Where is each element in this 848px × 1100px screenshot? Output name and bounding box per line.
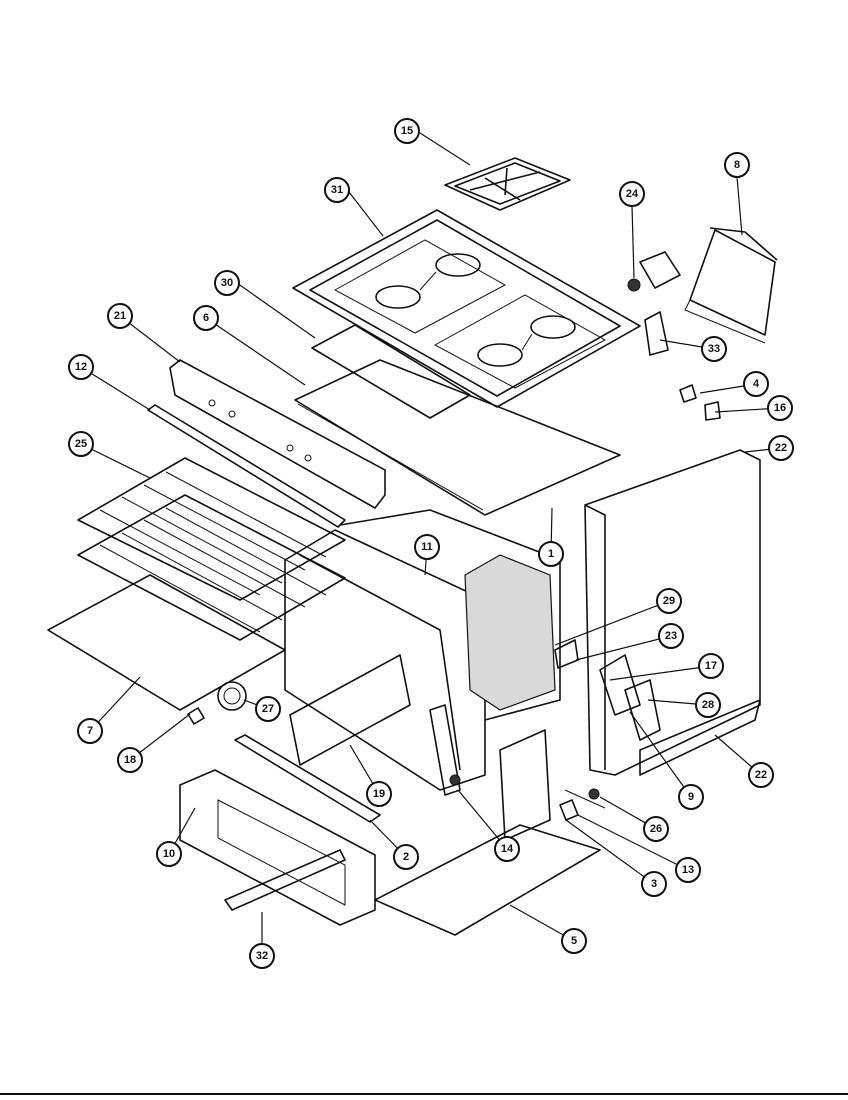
callout-label: 11	[421, 541, 433, 553]
callout-4: 4	[743, 371, 769, 397]
kick-panel	[179, 734, 381, 926]
callout-label: 29	[663, 595, 675, 607]
front-manifold-panels	[147, 359, 386, 528]
callout-label: 33	[708, 343, 720, 355]
valve-assembly	[627, 251, 721, 421]
callout-24: 25	[68, 431, 94, 457]
callout-32: 32	[249, 943, 275, 969]
callout-9: 9	[678, 784, 704, 810]
callout-label: 24	[626, 188, 639, 200]
callout-label: 30	[221, 277, 233, 289]
callout-label: 6	[203, 312, 209, 324]
bottom-border	[0, 1093, 848, 1095]
callout-label: 19	[373, 788, 385, 800]
callout-25: 24	[619, 181, 645, 207]
callout-label: 26	[650, 823, 662, 835]
callout-6: 6	[193, 305, 219, 331]
callout-label: 21	[114, 310, 126, 322]
callout-23: 23	[658, 623, 684, 649]
burner-grate	[444, 157, 571, 211]
top-panels	[294, 324, 621, 516]
callout-30: 30	[214, 270, 240, 296]
callout-29: 29	[656, 588, 682, 614]
callout-14: 14	[494, 836, 520, 862]
callout-label: 28	[702, 699, 714, 711]
callout-label: 18	[124, 754, 136, 766]
callout-label: 3	[651, 878, 657, 890]
callout-label: 17	[705, 660, 717, 672]
callout-21: 21	[107, 303, 133, 329]
side-panel	[554, 449, 761, 776]
callout-label: 12	[75, 361, 87, 373]
callout-label: 7	[87, 725, 93, 737]
burner-tube	[429, 704, 461, 796]
callout-label: 4	[753, 378, 760, 390]
control-panel-housing	[684, 227, 778, 344]
callout-label: 13	[682, 864, 694, 876]
callout-20: 22	[768, 435, 794, 461]
callout-label: 9	[688, 791, 694, 803]
callout-7: 7	[77, 718, 103, 744]
callout-1: 1	[538, 541, 564, 567]
callout-label: 31	[331, 184, 343, 196]
callout-label: 2	[403, 851, 409, 863]
callout-15: 15	[394, 118, 420, 144]
callout-label: 23	[665, 630, 677, 642]
callout-label: 8	[734, 159, 740, 171]
callout-label: 16	[774, 402, 786, 414]
callout-label: 5	[571, 935, 577, 947]
callout-26: 26	[643, 816, 669, 842]
callout-8: 8	[724, 152, 750, 178]
callout-2: 2	[393, 844, 419, 870]
burner-baffle	[289, 654, 411, 766]
callout-3: 3	[641, 871, 667, 897]
callout-label: 10	[163, 848, 175, 860]
callout-27: 27	[255, 696, 281, 722]
callout-22: 22	[748, 762, 774, 788]
callout-label: 14	[501, 843, 514, 855]
callout-19: 19	[366, 781, 392, 807]
base-pan	[374, 824, 601, 936]
callout-label: 22	[775, 442, 787, 454]
callout-33: 33	[701, 336, 727, 362]
callout-label: 32	[256, 950, 268, 962]
callout-16: 16	[767, 395, 793, 421]
callout-28-right: 28	[695, 692, 721, 718]
callout-17: 17	[698, 653, 724, 679]
callout-12: 12	[68, 354, 94, 380]
callout-13: 13	[675, 857, 701, 883]
callout-label: 1	[548, 548, 554, 560]
oven-racks	[77, 457, 346, 641]
callout-label: 27	[262, 703, 274, 715]
callout-5: 5	[561, 928, 587, 954]
cooktop	[292, 209, 641, 408]
callout-label: 25	[75, 438, 87, 450]
callout-label: 22	[755, 769, 767, 781]
callout-31: 31	[324, 177, 350, 203]
callout-label: 15	[401, 125, 413, 137]
callout-10: 10	[156, 841, 182, 867]
callout-18: 18	[117, 747, 143, 773]
callout-11: 11	[414, 534, 440, 560]
